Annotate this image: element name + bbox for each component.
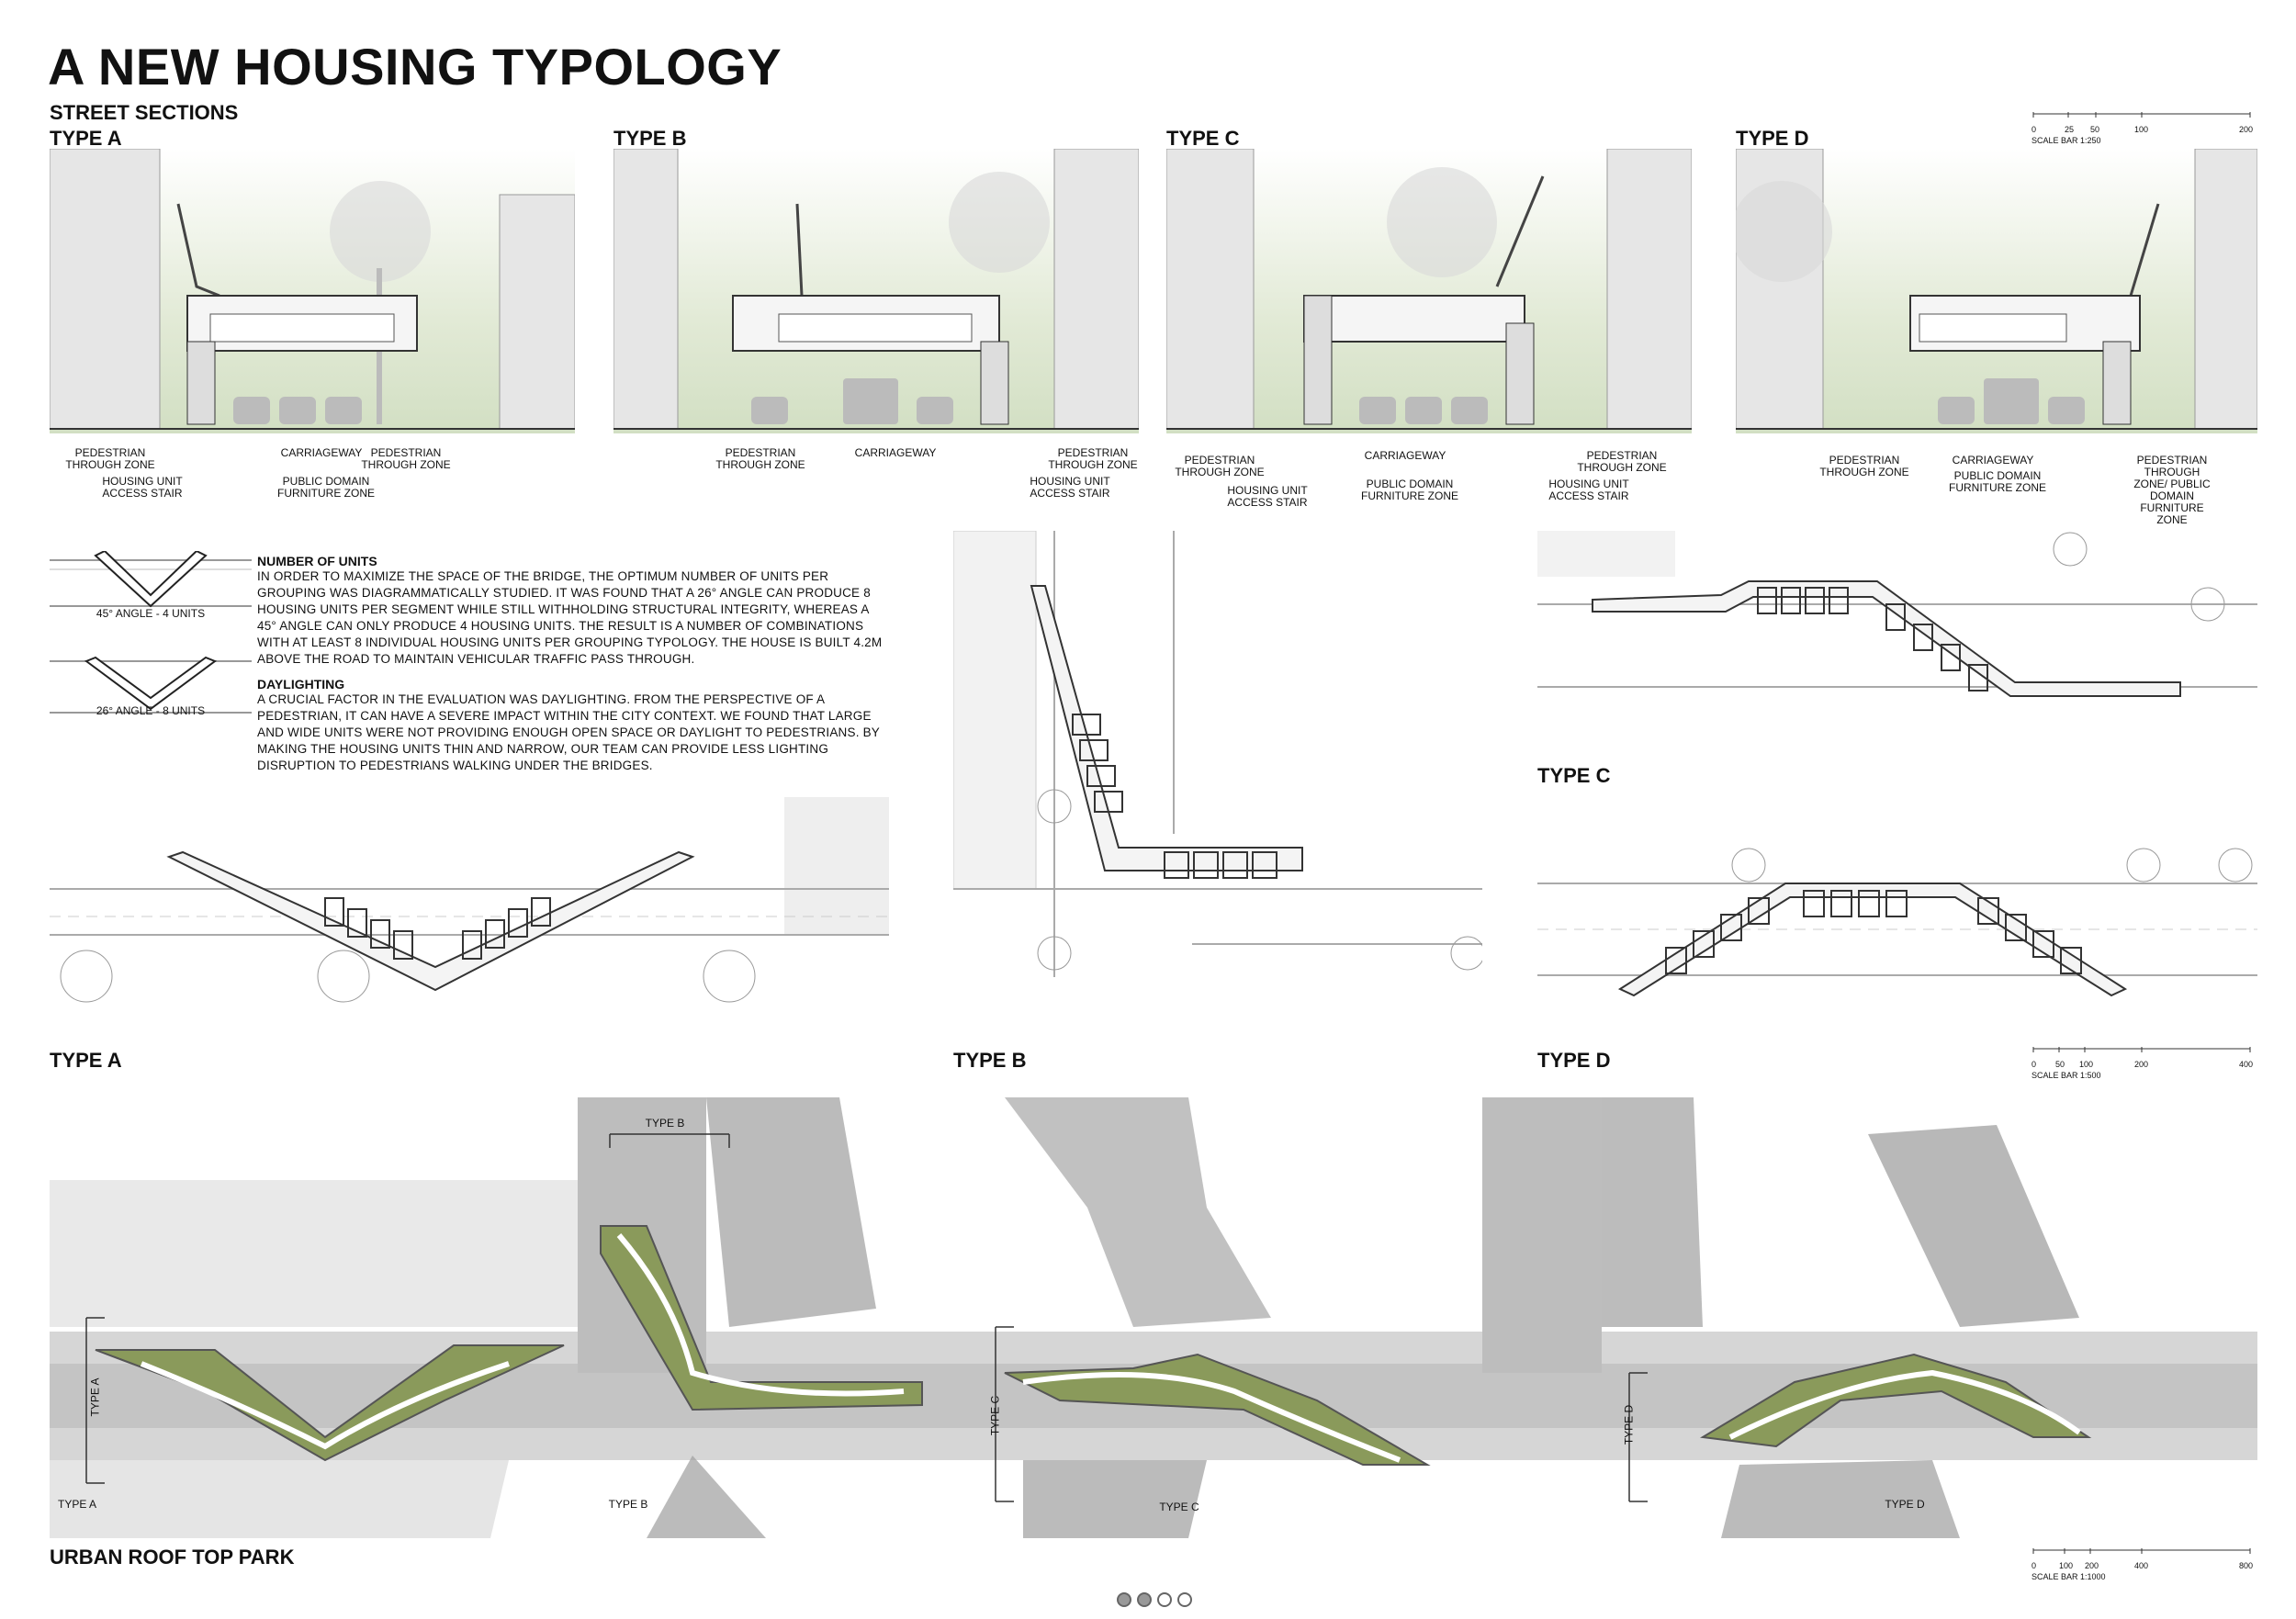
section-a-label-3: CARRIAGEWAY: [280, 446, 363, 459]
scale-tick: 25: [2065, 125, 2075, 134]
section-type-b-label: TYPE B: [613, 127, 687, 150]
scale-tick: 400: [2239, 1060, 2254, 1069]
floor-plan-scale-bar: 0 50 100 200 400 SCALE BAR 1:500: [2032, 1047, 2253, 1080]
section-c-label-4: PUBLIC DOMAIN FURNITURE ZONE: [1361, 478, 1458, 502]
section-mark-c: TYPE C: [988, 1395, 1002, 1436]
roof-park-label-b: TYPE B: [608, 1498, 648, 1511]
daylight-heading: DAYLIGHTING: [257, 677, 345, 691]
scale-tick: 400: [2134, 1561, 2149, 1570]
units-heading: NUMBER OF UNITS: [257, 554, 377, 568]
scale-tick: 100: [2059, 1561, 2074, 1570]
section-c-label-5: HOUSING UNIT ACCESS STAIR: [1548, 478, 1629, 502]
scale-label: SCALE BAR 1:500: [2032, 1071, 2101, 1080]
section-drawing-c: [1166, 149, 1692, 433]
section-d-label-2: CARRIAGEWAY: [1952, 454, 2034, 467]
section-a-label-5: PEDESTRIAN THROUGH ZONE: [361, 446, 451, 471]
pagination-dot[interactable]: [1157, 1592, 1172, 1607]
roof-park-plan: TYPE A TYPE B TYPE C TYPE D TYPE A TYPE …: [50, 1097, 2257, 1538]
section-c-label-2: HOUSING UNIT ACCESS STAIR: [1227, 484, 1308, 509]
scale-tick: 50: [2055, 1060, 2065, 1069]
unit-angle-diagrams: 45° ANGLE - 4 UNITS 26° ANGLE - 8 UNITS: [50, 551, 252, 735]
scale-tick: 200: [2085, 1561, 2099, 1570]
section-b-label-1: PEDESTRIAN THROUGH ZONE: [715, 446, 805, 471]
section-a-label-2: HOUSING UNIT ACCESS STAIR: [102, 475, 183, 500]
pagination: [1117, 1592, 1192, 1607]
scale-tick: 0: [2032, 1561, 2037, 1570]
scale-tick: 200: [2134, 1060, 2149, 1069]
page-title: A NEW HOUSING TYPOLOGY: [48, 38, 782, 96]
scale-tick: 0: [2032, 125, 2037, 134]
scale-tick: 800: [2239, 1561, 2254, 1570]
section-type-a-label: TYPE A: [50, 127, 122, 150]
floor-plan-c: [1537, 531, 2257, 751]
daylight-body: A CRUCIAL FACTOR IN THE EVALUATION WAS D…: [257, 692, 880, 772]
floor-plan-type-d-label: TYPE D: [1537, 1049, 1611, 1072]
section-drawing-b: [613, 149, 1139, 433]
scale-tick: 50: [2090, 125, 2100, 134]
floor-plan-type-c-label: TYPE C: [1537, 764, 1611, 787]
section-d-label-1: PEDESTRIAN THROUGH ZONE: [1819, 454, 1909, 478]
pagination-dot[interactable]: [1137, 1592, 1152, 1607]
section-c-label-1: PEDESTRIAN THROUGH ZONE: [1175, 454, 1265, 478]
section-a-label-1: PEDESTRIAN THROUGH ZONE: [65, 446, 155, 471]
section-c-label-6: PEDESTRIAN THROUGH ZONE: [1577, 449, 1667, 474]
floor-plan-type-a-label: TYPE A: [50, 1049, 122, 1072]
section-a-label-4: PUBLIC DOMAIN FURNITURE ZONE: [277, 475, 375, 500]
section-drawing-a: [50, 149, 575, 433]
roof-park-label-d: TYPE D: [1885, 1498, 1925, 1511]
section-b-label-4: HOUSING UNIT ACCESS STAIR: [1030, 475, 1110, 500]
angle-26-label: 26° ANGLE - 8 UNITS: [96, 704, 206, 717]
floor-plan-type-b-label: TYPE B: [953, 1049, 1027, 1072]
units-body: IN ORDER TO MAXIMIZE THE SPACE OF THE BR…: [257, 569, 883, 666]
section-drawing-d: [1736, 149, 2257, 433]
floor-plan-b: [953, 531, 1482, 977]
scale-label: SCALE BAR 1:250: [2032, 136, 2101, 145]
scale-tick: 200: [2239, 125, 2254, 134]
section-mark-b: TYPE B: [645, 1117, 685, 1130]
roof-park-heading: URBAN ROOF TOP PARK: [50, 1546, 295, 1568]
text-block: NUMBER OF UNITS IN ORDER TO MAXIMIZE THE…: [257, 554, 891, 774]
floor-plan-d: [1537, 838, 2257, 1049]
pagination-dot[interactable]: [1177, 1592, 1192, 1607]
pagination-dot[interactable]: [1117, 1592, 1131, 1607]
section-mark-d: TYPE D: [1622, 1404, 1636, 1445]
street-sections-heading: STREET SECTIONS: [50, 101, 239, 124]
section-mark-a: TYPE A: [88, 1377, 102, 1417]
section-b-label-2: CARRIAGEWAY: [854, 446, 937, 459]
section-scale-bar: 0 25 50 100 200 SCALE BAR 1:250: [2032, 112, 2253, 145]
scale-tick: 100: [2134, 125, 2149, 134]
roof-park-label-a: TYPE A: [57, 1498, 97, 1511]
section-type-c-label: TYPE C: [1166, 127, 1240, 150]
section-b-label-3: PEDESTRIAN THROUGH ZONE: [1048, 446, 1138, 471]
section-d-label-4: PEDESTRIAN THROUGH ZONE/ PUBLIC DOMAIN F…: [2133, 454, 2211, 526]
scale-tick: 100: [2079, 1060, 2094, 1069]
section-type-d-label: TYPE D: [1736, 127, 1809, 150]
roof-park-label-c: TYPE C: [1159, 1501, 1199, 1513]
section-d-label-3: PUBLIC DOMAIN FURNITURE ZONE: [1949, 469, 2046, 494]
scale-tick: 0: [2032, 1060, 2037, 1069]
roof-park-scale-bar: 0 100 200 400 800 SCALE BAR 1:1000: [2032, 1548, 2253, 1581]
angle-45-label: 45° ANGLE - 4 UNITS: [96, 607, 206, 620]
floor-plan-a: [50, 797, 889, 1008]
section-c-label-3: CARRIAGEWAY: [1364, 449, 1446, 462]
scale-label: SCALE BAR 1:1000: [2032, 1572, 2106, 1581]
